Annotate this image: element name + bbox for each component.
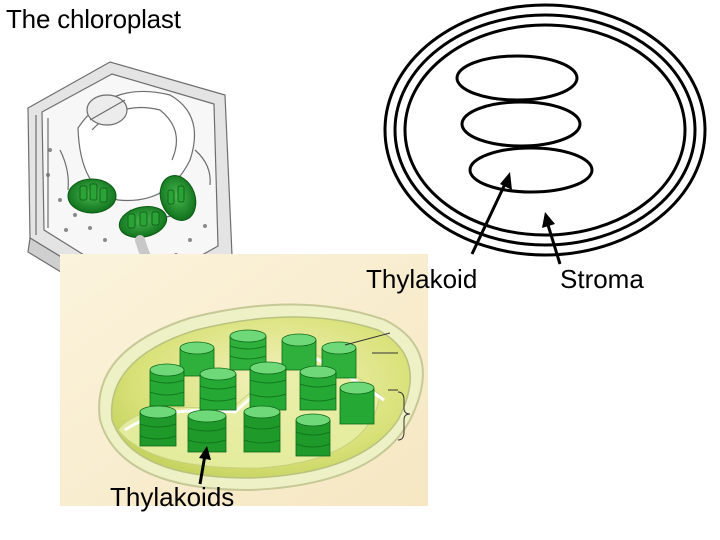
thylakoid-label: Thylakoid [366,264,477,295]
thylakoids-label: Thylakoids [110,482,234,513]
thylakoid-disc-1 [457,56,577,100]
thylakoid-disc-2 [462,102,580,146]
stroma-label: Stroma [560,264,644,295]
innermost-membrane [405,25,685,235]
thylakoid-disc-3 [470,148,592,192]
inner-membrane [395,15,695,245]
